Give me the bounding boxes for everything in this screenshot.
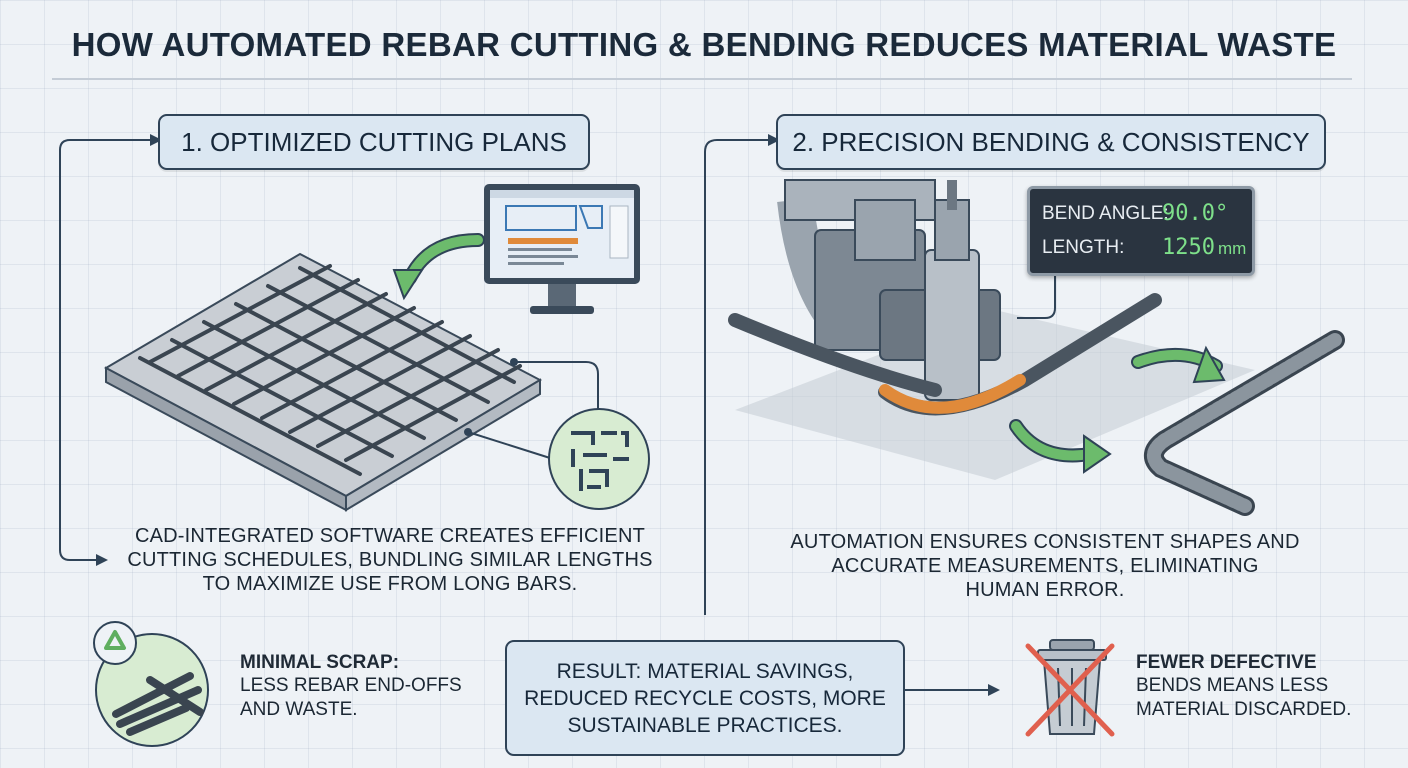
recycle-icon — [93, 621, 137, 665]
bent-rebar — [1144, 330, 1345, 516]
length-label: LENGTH: — [1042, 237, 1125, 258]
caption-line: TO MAXIMIZE USE FROM LONG BARS. — [202, 573, 578, 595]
caption-line: HUMAN ERROR. — [965, 579, 1125, 601]
heading-optimized-cutting: 1. OPTIMIZED CUTTING PLANS — [158, 114, 590, 170]
result-box: RESULT: MATERIAL SAVINGS, REDUCED RECYCL… — [505, 640, 905, 756]
result-line: SUSTAINABLE PRACTICES. — [567, 713, 843, 737]
result-line: REDUCED RECYCLE COSTS, MORE — [524, 686, 886, 710]
fewer-defective-heading: FEWER DEFECTIVE — [1136, 652, 1317, 673]
caption-line: CAD-INTEGRATED SOFTWARE CREATES EFFICIEN… — [134, 525, 646, 547]
caption-line: ACCURATE MEASUREMENTS, ELIMINATING — [831, 555, 1259, 577]
bending-machine — [728, 179, 1255, 480]
minimal-scrap-line: LESS REBAR END-OFFS — [240, 675, 462, 696]
arrow-icon — [1009, 419, 1112, 474]
caption-line: AUTOMATION ENSURES CONSISTENT SHAPES AND — [790, 531, 1300, 553]
bend-readout-panel: BEND ANGLE: 90.0° LENGTH: 1250 mm — [1027, 186, 1255, 276]
minimal-scrap-line: AND WASTE. — [240, 699, 358, 720]
result-line: RESULT: MATERIAL SAVINGS, — [556, 659, 854, 683]
caption-cutting: CAD-INTEGRATED SOFTWARE CREATES EFFICIEN… — [110, 524, 670, 596]
arrow-icon — [392, 233, 485, 301]
bend-angle-label: BEND ANGLE: — [1042, 203, 1169, 224]
red-x-icon — [1025, 643, 1115, 737]
caption-line: CUTTING SCHEDULES, BUNDLING SIMILAR LENG… — [127, 549, 653, 571]
minimal-scrap-heading: MINIMAL SCRAP: — [240, 652, 400, 673]
length-value: 1250 — [1162, 235, 1215, 260]
fewer-defective-line: BENDS MEANS LESS — [1136, 675, 1329, 696]
callout-lines — [464, 358, 599, 459]
bend-angle-value: 90.0° — [1162, 201, 1229, 226]
monitor-icon — [484, 184, 640, 314]
caption-bending: AUTOMATION ENSURES CONSISTENT SHAPES AND… — [760, 530, 1330, 602]
title-divider — [52, 78, 1352, 80]
heading-precision-bending: 2. PRECISION BENDING & CONSISTENCY — [776, 114, 1326, 170]
minimal-scrap-text: MINIMAL SCRAP: LESS REBAR END-OFFS AND W… — [240, 652, 462, 722]
arrow-icon — [1131, 345, 1226, 384]
page-title: HOW AUTOMATED REBAR CUTTING & BENDING RE… — [71, 26, 1337, 63]
readout-connector — [1017, 270, 1056, 319]
fewer-defective-text: FEWER DEFECTIVE BENDS MEANS LESS MATERIA… — [1136, 652, 1351, 722]
rebar-mesh-slab — [103, 252, 543, 512]
length-unit: mm — [1218, 239, 1247, 258]
fewer-defective-line: MATERIAL DISCARDED. — [1136, 699, 1352, 720]
cut-plan-icon — [548, 408, 650, 510]
